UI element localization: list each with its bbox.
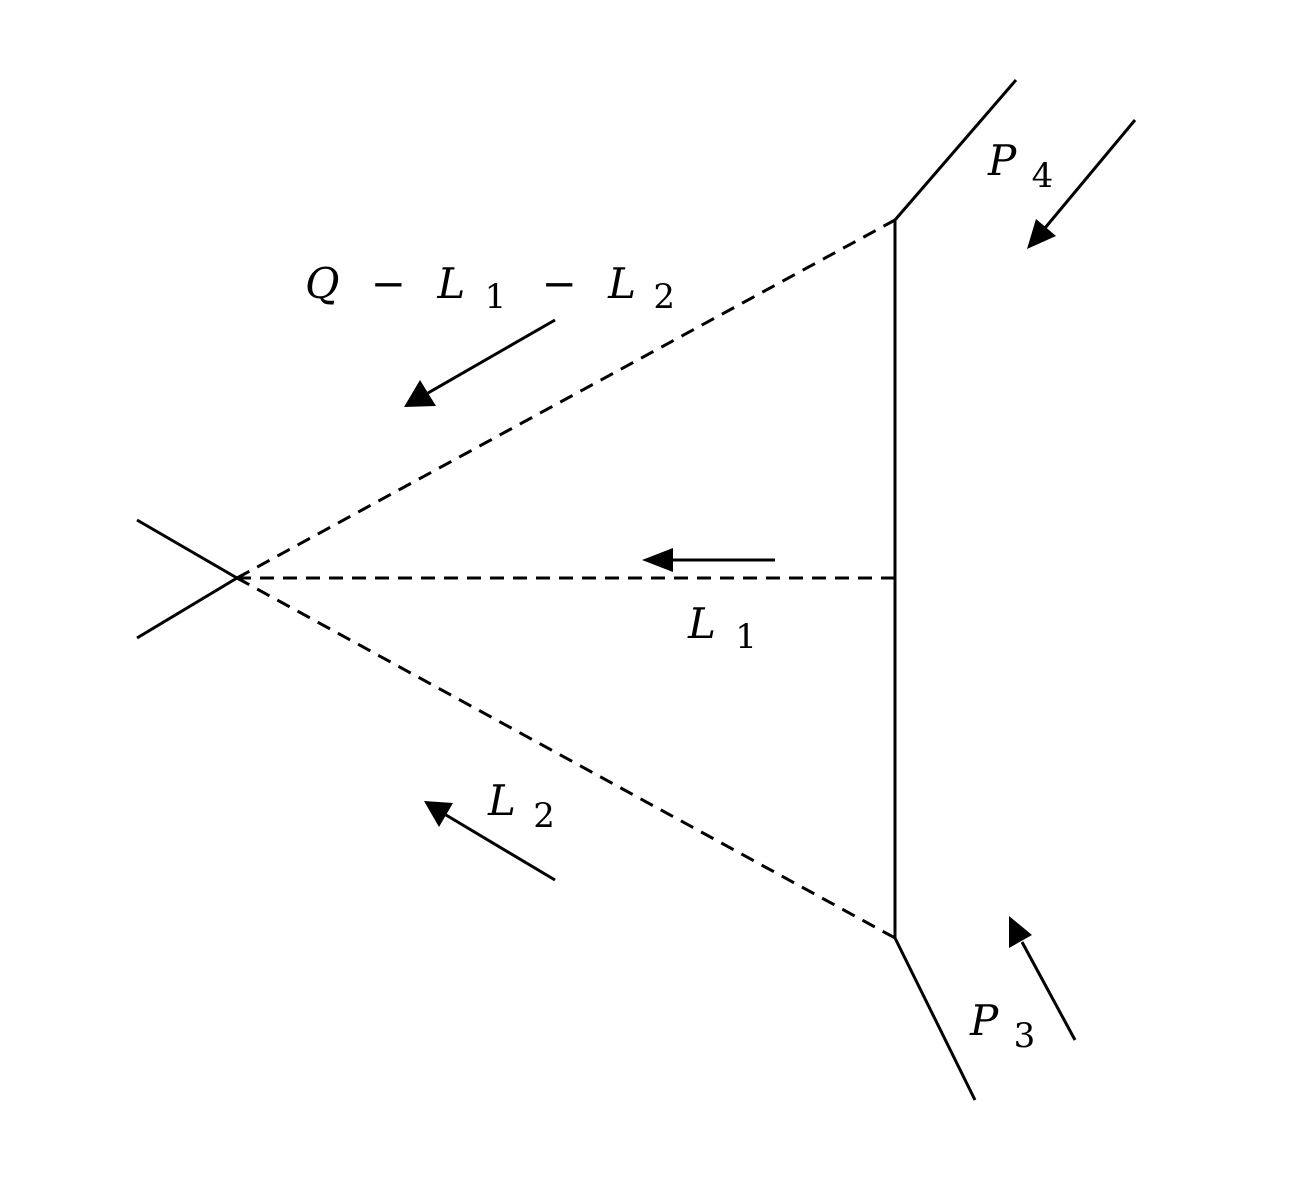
propagator-upper-dashed — [236, 218, 896, 580]
left-external-leg-upper — [136, 518, 238, 580]
label-p4: P 4 — [987, 136, 1053, 196]
external-leg-p3 — [893, 937, 977, 1101]
arrow-momentum-top — [404, 318, 556, 407]
label-momentum-top: Q − L 1 − L 2 — [305, 259, 675, 318]
label-momentum-bottom: L 2 — [487, 776, 555, 836]
label-momentum-mid: L 1 — [687, 599, 757, 657]
arrow-p3 — [1009, 916, 1077, 1041]
left-external-leg-lower — [136, 576, 238, 640]
label-p3: P 3 — [969, 996, 1035, 1056]
arrow-momentum-bottom — [424, 801, 556, 882]
propagator-lower-dashed — [236, 576, 896, 940]
arrow-p4 — [1027, 119, 1137, 249]
arrow-momentum-mid — [642, 548, 775, 572]
external-leg-p4 — [893, 79, 1018, 221]
